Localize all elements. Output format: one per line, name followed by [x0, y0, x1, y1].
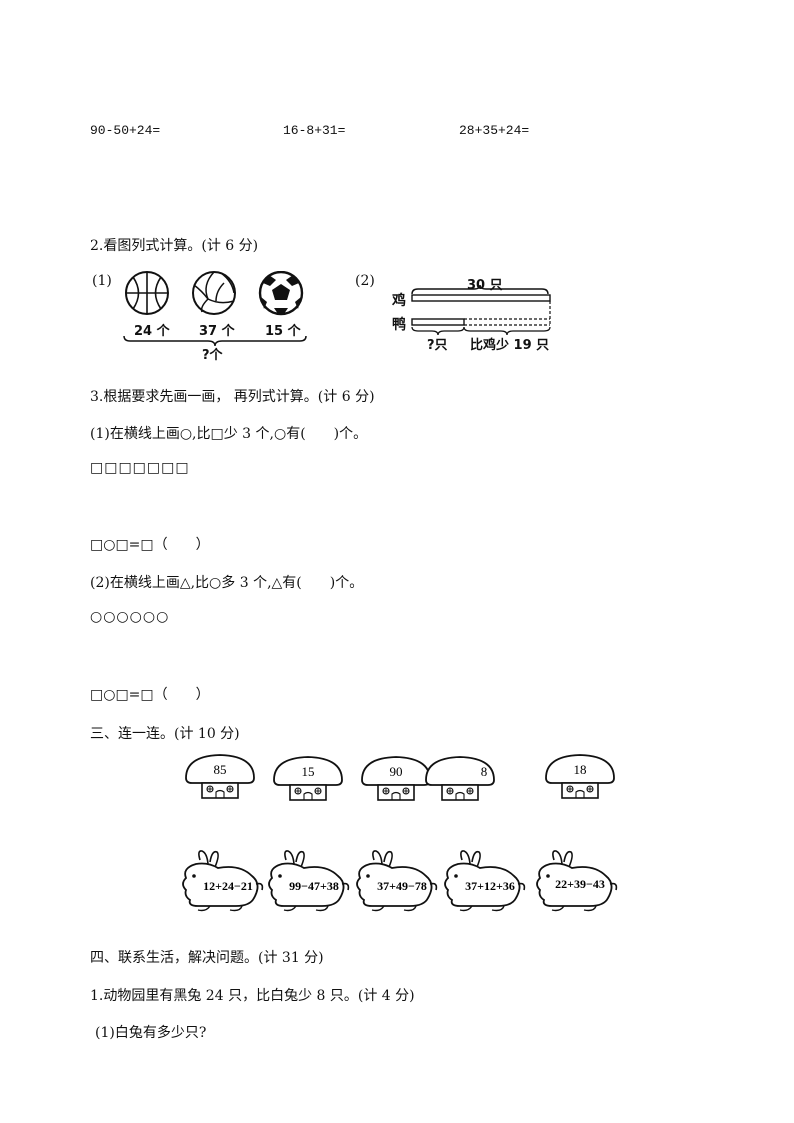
soccer-ball-count: 15 个: [265, 324, 301, 339]
q3-part1-squares: □□□□□□□: [90, 460, 190, 476]
row-label-chicken: 鸡: [392, 293, 406, 309]
house-number: 18: [574, 762, 587, 777]
section-3-title: 三、连一连。(计 10 分): [90, 726, 240, 742]
row-label-duck: 鸭: [392, 317, 406, 333]
volleyball-icon: [192, 271, 236, 315]
rabbit-expression: 37+49−78: [377, 879, 427, 893]
total-brace: [123, 335, 307, 347]
q2-part2-label: (2): [355, 273, 375, 289]
house-number: 90: [390, 764, 403, 779]
house-number: 85: [214, 762, 227, 777]
matching-illustration: 85 15 90 8 18 12+24−21 99−47+38 37+49−78…: [182, 754, 618, 912]
question-3-title: 3.根据要求先画一画， 再列式计算。(计 6 分): [90, 389, 375, 405]
expression-2: 16-8+31=: [283, 123, 346, 138]
rabbit-expression: 12+24−21: [203, 879, 253, 893]
q3-part1-formula: □○□=□（ ）: [90, 537, 210, 553]
balls-illustration: [125, 271, 304, 316]
house-number: 8: [481, 764, 488, 779]
duck-unknown: ?只: [427, 338, 448, 353]
q3-part1-text: (1)在横线上画○,比□少 3 个,○有( )个。: [90, 426, 368, 442]
house-number: 15: [302, 764, 315, 779]
q3-part2-circles: ○○○○○○: [90, 609, 170, 625]
difference-label: 比鸡少 19 只: [470, 338, 550, 353]
q2-part1-label: (1): [92, 273, 112, 289]
volleyball-count: 37 个: [199, 324, 235, 339]
q3-part2-text: (2)在横线上画△,比○多 3 个,△有( )个。: [90, 575, 364, 591]
rabbit-expression: 37+12+36: [465, 879, 515, 893]
s4-question-1: 1.动物园里有黑兔 24 只，比白兔少 8 只。(计 4 分): [90, 988, 415, 1004]
question-2-title: 2.看图列式计算。(计 6 分): [90, 238, 259, 254]
rabbit-expression: 99−47+38: [289, 879, 339, 893]
expression-3: 28+35+24=: [459, 123, 530, 138]
total-count: ?个: [202, 348, 223, 363]
rabbit-expression: 22+39−43: [555, 877, 605, 891]
soccer-ball-icon: [258, 271, 304, 316]
bar-model: [411, 285, 551, 335]
s4-question-1-sub1: (1)白兔有多少只?: [95, 1025, 207, 1041]
expression-1: 90-50+24=: [90, 123, 161, 138]
q3-part2-formula: □○□=□（ ）: [90, 687, 210, 703]
basketball-icon: [125, 271, 169, 315]
basketball-count: 24 个: [134, 324, 170, 339]
section-4-title: 四、联系生活，解决问题。(计 31 分): [90, 950, 324, 966]
